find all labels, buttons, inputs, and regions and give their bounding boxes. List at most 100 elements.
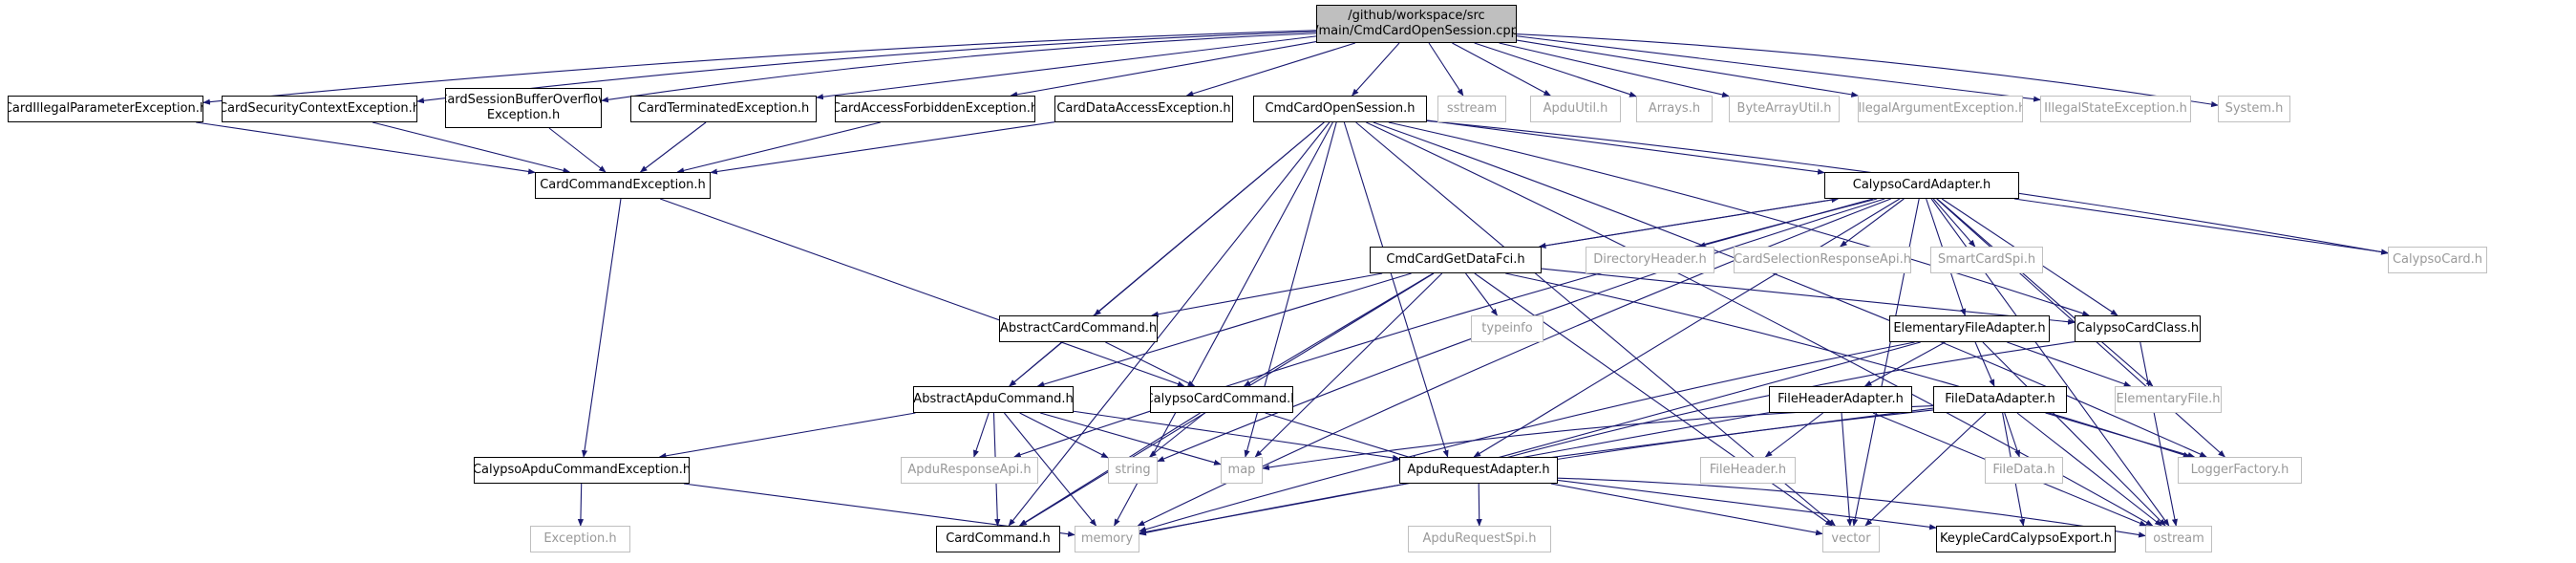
edge-cca-to-ostream — [1930, 198, 2170, 527]
edge-cca-to-apduresp — [1013, 198, 1878, 458]
edge-aac-to-memory — [1003, 412, 1097, 527]
edge-acc-to-aac — [1009, 341, 1063, 387]
edge-ara-to-vector — [1550, 483, 1823, 536]
edge-cmdfci-to-ccc — [1541, 268, 2076, 325]
edge-cipe-to-cce — [196, 121, 536, 175]
node-ccc[interactable]: CalypsoCardClass.h — [2075, 315, 2201, 342]
edge-cmdos-to-ccc — [1388, 121, 2090, 316]
edge-root-to-cipe — [202, 30, 1317, 105]
node-exception: Exception.h — [530, 526, 630, 552]
edge-acc-to-calcc — [1105, 341, 1196, 387]
edge-aac-to-cace — [658, 412, 916, 459]
edge-cmdfci-to-logger — [1505, 272, 2191, 458]
edge-root-to-csbo — [601, 32, 1317, 103]
node-iae: IllegalArgumentException.h — [1858, 96, 2023, 122]
node-bau: ByteArrayUtil.h — [1729, 96, 1840, 122]
edge-cmdos-to-logger — [1373, 121, 2207, 458]
node-apduresp: ApduResponseApi.h — [901, 457, 1038, 484]
node-csbo[interactable]: CardSessionBufferOverflow Exception.h — [445, 88, 602, 128]
edge-ara-to-kcce — [1557, 479, 1937, 531]
node-ef: ElementaryFile.h — [2115, 386, 2222, 413]
node-sstream: sstream — [1437, 96, 1506, 122]
edge-root-to-cdae — [1185, 42, 1356, 97]
edge-cca-to-cstdint — [1473, 198, 1901, 458]
edge-cca-to-calcard — [2013, 198, 2389, 255]
edge-root-to-ise — [1516, 35, 2041, 102]
edge-fha-to-vector — [1841, 412, 1853, 527]
edge-root-to-cafe — [1010, 41, 1317, 97]
node-root[interactable]: /github/workspace/src /main/CmdCardOpenS… — [1316, 5, 1517, 43]
edge-cace-to-exception — [577, 483, 585, 527]
edge-root-to-cmdos — [1352, 42, 1400, 97]
edge-aac-to-ara — [1073, 410, 1400, 461]
edge-cmdos-to-cstdint — [1343, 121, 1449, 458]
edge-root-to-apduutil — [1452, 42, 1551, 97]
node-memory: memory — [1075, 526, 1139, 552]
node-cte[interactable]: CardTerminatedException.h — [630, 96, 817, 122]
node-scspi: SmartCardSpi.h — [1930, 247, 2043, 273]
node-dirh: DirectoryHeader.h — [1586, 247, 1714, 273]
edge-root-to-cte — [816, 35, 1317, 100]
node-cdae[interactable]: CardDataAccessException.h — [1054, 96, 1233, 122]
edge-fda-to-filedata — [2004, 412, 2020, 458]
node-kcce[interactable]: KeypleCardCalypsoExport.h — [1936, 526, 2116, 552]
edge-cmdfci-to-calcc — [1243, 272, 1434, 387]
node-filedata: FileData.h — [1985, 457, 2063, 484]
node-string: string — [1108, 457, 1158, 484]
edge-cca-to-csra — [1840, 198, 1905, 248]
edge-cte-to-cce — [639, 121, 707, 173]
edge-aac-to-apduresp — [973, 412, 990, 458]
node-cace[interactable]: CalypsoApduCommandException.h — [474, 457, 690, 484]
edge-fda-to-map — [1262, 404, 1934, 470]
edge-cmdfci-to-map — [1254, 272, 1443, 458]
edge-cmdfci-to-aac — [1036, 272, 1412, 387]
edge-cdae-to-cce — [710, 121, 1055, 175]
node-ara[interactable]: ApduRequestAdapter.h — [1399, 457, 1558, 484]
edge-csbo-to-cce — [548, 127, 607, 173]
node-typeinfo: typeinfo — [1471, 315, 1543, 342]
edge-cce-to-cace — [581, 198, 622, 458]
node-arrays: Arrays.h — [1636, 96, 1713, 122]
edge-root-to-arrays — [1474, 42, 1637, 97]
node-cafe[interactable]: CardAccessForbiddenException.h — [835, 96, 1035, 122]
edge-efa-to-fha — [1863, 341, 1946, 387]
node-fda[interactable]: FileDataAdapter.h — [1933, 386, 2067, 413]
node-acc[interactable]: AbstractCardCommand.h — [999, 315, 1158, 342]
node-calcc[interactable]: CalypsoCardCommand.h — [1150, 386, 1293, 413]
node-csra: CardSelectionResponseApi.h — [1734, 247, 1911, 273]
node-apdureqspi: ApduRequestSpi.h — [1408, 526, 1551, 552]
edge-cmdos-to-cardcmd — [1008, 121, 1331, 527]
node-cmdos[interactable]: CmdCardOpenSession.h — [1253, 96, 1427, 122]
edge-cce-to-calcc — [660, 198, 1185, 387]
edge-calcc-to-cstdint — [1265, 412, 1420, 462]
edge-cmdos-to-cca — [1426, 119, 1825, 175]
node-csce[interactable]: CardSecurityContextException.h — [222, 96, 417, 122]
edge-cmdfci-to-typeinfo — [1465, 272, 1498, 316]
edge-aac-to-string — [1019, 412, 1109, 459]
node-cmdfci[interactable]: CmdCardGetDataFci.h — [1370, 247, 1542, 273]
edge-aac-to-map — [1040, 412, 1222, 466]
node-efa[interactable]: ElementaryFileAdapter.h — [1889, 315, 2050, 342]
node-cardcmd[interactable]: CardCommand.h — [936, 526, 1060, 552]
node-apduutil: ApduUtil.h — [1530, 96, 1621, 122]
edge-ara-to-ostream — [1557, 477, 2146, 538]
node-logger: LoggerFactory.h — [2178, 457, 2302, 484]
edge-cca-to-scspi — [1932, 198, 1976, 248]
node-cipe[interactable]: CardIllegalParameterException.h — [8, 96, 203, 122]
edge-ccc-to-ostream — [2140, 341, 2178, 527]
edge-efa-to-memory — [1139, 341, 1915, 532]
node-cce[interactable]: CardCommandException.h — [535, 172, 711, 199]
edge-csce-to-cce — [372, 121, 571, 174]
node-cca[interactable]: CalypsoCardAdapter.h — [1824, 172, 2019, 199]
edge-root-to-iae — [1516, 39, 1859, 97]
edge-root-to-csce — [416, 31, 1317, 104]
edge-fha-to-fileheader — [1764, 412, 1823, 458]
node-map: map — [1221, 457, 1263, 484]
edge-fda-to-ostream — [2016, 412, 2162, 527]
node-aac[interactable]: AbstractApduCommand.h — [913, 386, 1074, 413]
node-system: System.h — [2218, 96, 2290, 122]
node-fha[interactable]: FileHeaderAdapter.h — [1769, 386, 1912, 413]
edge-ara-to-memory — [1139, 483, 1407, 535]
